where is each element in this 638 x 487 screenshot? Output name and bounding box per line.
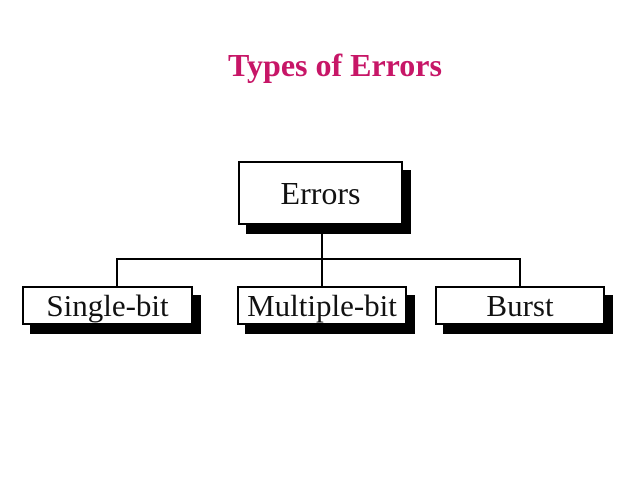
- node-burst: Burst: [435, 286, 605, 325]
- connector-horizontal: [116, 258, 521, 260]
- node-single-bit: Single-bit: [22, 286, 193, 325]
- node-multiple-bit: Multiple-bit: [237, 286, 407, 325]
- node-errors-label: Errors: [280, 174, 361, 211]
- connector-left-vertical: [116, 259, 118, 287]
- node-multiple-bit-label: Multiple-bit: [247, 287, 397, 323]
- node-single-bit-label: Single-bit: [46, 287, 169, 323]
- connector-right-vertical: [519, 259, 521, 287]
- page-title: Types of Errors: [228, 47, 442, 83]
- node-burst-label: Burst: [486, 287, 554, 323]
- node-errors: Errors: [238, 161, 403, 225]
- connector-root-vertical: [321, 222, 323, 287]
